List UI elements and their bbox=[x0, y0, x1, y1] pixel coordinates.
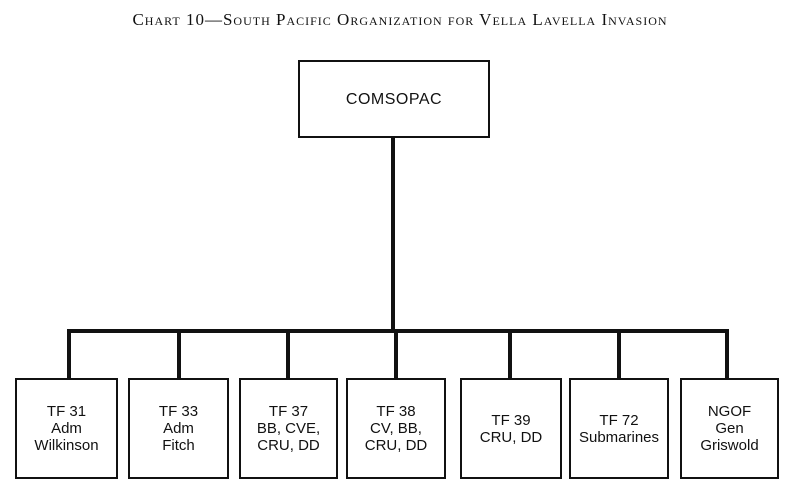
comsopac-label: COMSOPAC bbox=[345, 90, 443, 108]
tf33-line-1: TF 33 bbox=[158, 403, 199, 420]
comsopac-box: COMSOPAC bbox=[298, 60, 490, 138]
tf39-line-2: CRU, DD bbox=[479, 428, 543, 446]
tf72-line-1: TF 72 bbox=[599, 411, 639, 429]
tf38-box: TF 38 CV, BB, CRU, DD bbox=[346, 378, 446, 479]
tf31-line-2: Adm bbox=[51, 420, 82, 437]
tf72-box: TF 72 Submarines bbox=[569, 378, 669, 479]
tf38-line-3: CRU, DD bbox=[364, 437, 428, 454]
ngof-line-2: Gen bbox=[715, 420, 744, 437]
tf39-line-1: TF 39 bbox=[491, 411, 531, 429]
ngof-line-1: NGOF bbox=[707, 403, 752, 420]
tf31-line-3: Wilkinson bbox=[34, 437, 99, 454]
tf37-line-3: CRU, DD bbox=[257, 437, 320, 454]
tf72-line-2: Submarines bbox=[578, 428, 660, 446]
ngof-line-3: Griswold bbox=[700, 437, 759, 454]
chart-title: Chart 10—South Pacific Organization for … bbox=[132, 10, 668, 29]
tf37-box: TF 37 BB, CVE, CRU, DD bbox=[239, 378, 338, 479]
tf37-line-2: BB, CVE, bbox=[256, 420, 321, 437]
tf39-box: TF 39 CRU, DD bbox=[460, 378, 562, 479]
tf33-box: TF 33 Adm Fitch bbox=[128, 378, 229, 479]
ngof-box: NGOF Gen Griswold bbox=[680, 378, 779, 479]
tf38-line-1: TF 38 bbox=[376, 403, 416, 420]
tf33-line-3: Fitch bbox=[162, 437, 195, 454]
tf31-line-1: TF 31 bbox=[46, 403, 87, 420]
tf33-line-2: Adm bbox=[163, 420, 194, 437]
tf38-line-2: CV, BB, bbox=[370, 420, 422, 437]
tf31-box: TF 31 Adm Wilkinson bbox=[15, 378, 118, 479]
tf37-line-1: TF 37 bbox=[268, 403, 309, 420]
